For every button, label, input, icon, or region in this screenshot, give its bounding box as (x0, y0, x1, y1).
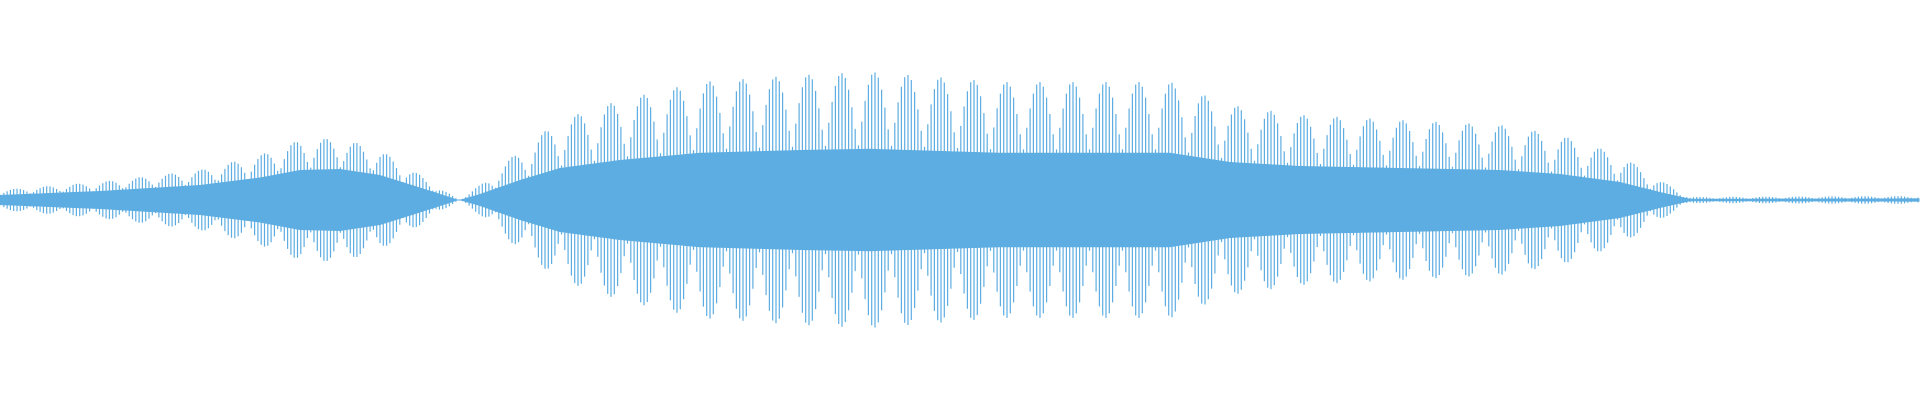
waveform-peaks (0, 72, 1919, 328)
